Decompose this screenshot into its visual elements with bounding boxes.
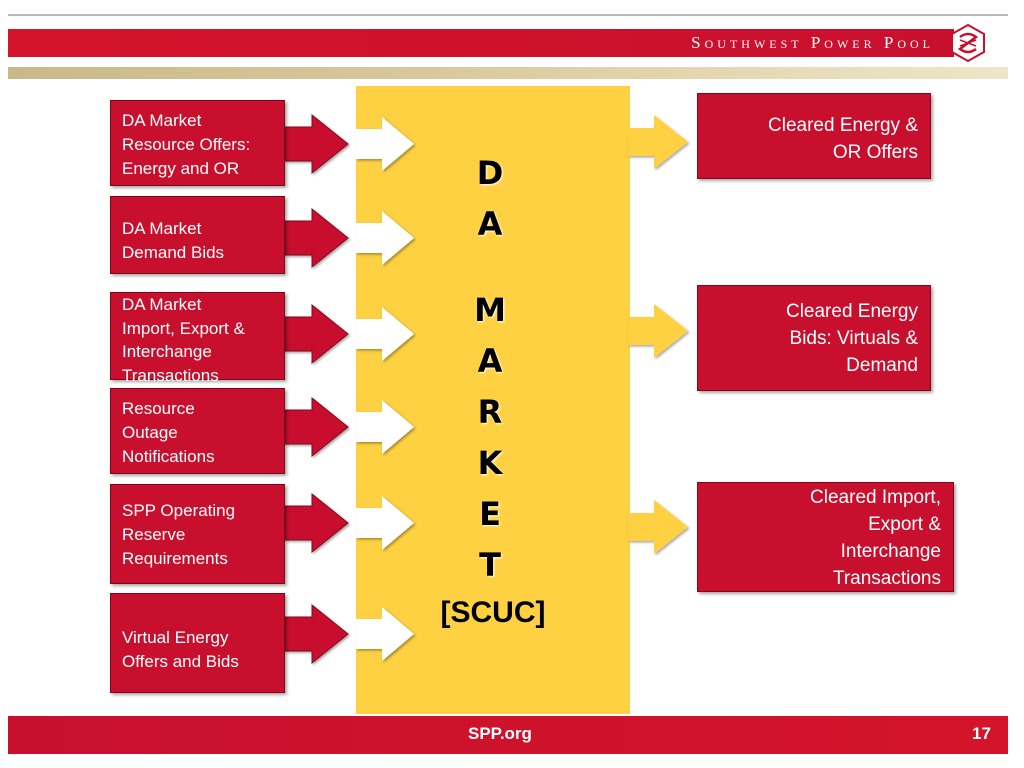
vertical-letter: A	[477, 205, 503, 243]
spp-logo-icon	[951, 23, 985, 63]
block-arrow	[356, 211, 414, 265]
output-box-line: Cleared Import,	[810, 487, 941, 508]
top-divider-line	[8, 14, 1008, 16]
input-arrow	[284, 303, 349, 365]
input-arrow	[284, 492, 349, 554]
input-arrow	[284, 396, 349, 458]
block-arrow	[356, 307, 414, 361]
input-arrow	[284, 113, 349, 175]
output-box-line: Export &	[868, 514, 941, 535]
input-box-line: DA Market	[122, 111, 202, 130]
vertical-letter: M	[474, 291, 506, 329]
block-arrow	[356, 117, 414, 171]
input-box-line: Import, Export &	[122, 318, 245, 338]
input-box-line: Interchange	[122, 342, 212, 361]
input-box-line: Resource Offers:	[122, 135, 251, 154]
output-box-cleared-energy-bids: Cleared Energy Bids: Virtuals & Demand	[697, 285, 931, 391]
org-name: Southwest Power Pool	[691, 33, 934, 52]
vertical-letter: E	[479, 495, 501, 533]
footer-band	[8, 716, 1008, 754]
vertical-letter: T	[479, 546, 501, 584]
output-arrow	[628, 304, 688, 358]
output-box-line: Cleared Energy &	[768, 115, 918, 136]
da-market-block	[356, 86, 630, 714]
input-arrow	[284, 603, 349, 665]
block-arrow	[356, 496, 414, 550]
output-box-line: Interchange	[840, 541, 941, 562]
output-box-line: Cleared Energy	[785, 301, 918, 322]
input-arrow	[284, 207, 349, 269]
input-box-import-export: DA Market Import, Export & Interchange T…	[110, 292, 285, 385]
input-box-line: Energy and OR	[122, 159, 240, 178]
input-box-line: Demand Bids	[122, 243, 225, 262]
input-box-line: DA Market	[122, 295, 202, 314]
header-band	[8, 29, 954, 57]
input-box-line: Offers and Bids	[122, 652, 239, 671]
output-arrow	[628, 500, 688, 554]
input-box-line: Reserve	[122, 525, 186, 544]
input-box-line: Requirements	[122, 549, 228, 568]
output-box-line: Demand	[846, 355, 918, 376]
scuc-label: [SCUC]	[440, 596, 546, 629]
block-arrow	[356, 607, 414, 661]
input-box-line: Virtual Energy	[122, 628, 229, 647]
input-box-demand-bids: DA Market Demand Bids	[110, 196, 285, 274]
input-box-outage-notifications: Resource Outage Notifications	[110, 388, 285, 474]
block-arrow	[356, 400, 414, 454]
input-box-line: Resource	[122, 399, 195, 418]
input-box-operating-reserve: SPP Operating Reserve Requirements	[110, 484, 285, 584]
output-box-line: Transactions	[832, 568, 941, 589]
gold-band	[8, 67, 1008, 79]
vertical-letter: D	[476, 154, 504, 192]
vertical-letter: A	[477, 342, 503, 380]
da-market-vertical-title: D A M A R K E T	[440, 148, 540, 591]
input-box-line: Outage	[122, 423, 178, 442]
input-box-line: SPP Operating	[122, 501, 236, 520]
output-box-line: OR Offers	[832, 142, 918, 163]
output-box-line: Bids: Virtuals &	[789, 328, 918, 349]
page-number: 17	[972, 724, 991, 743]
input-box-virtual-energy: Virtual Energy Offers and Bids	[110, 593, 285, 693]
vertical-letter: K	[477, 444, 503, 482]
input-box-line: Transactions	[122, 365, 219, 385]
output-arrow	[628, 115, 688, 169]
input-box-resource-offers: DA Market Resource Offers: Energy and OR	[110, 100, 285, 186]
input-box-line: DA Market	[122, 219, 202, 238]
footer-site-link[interactable]: SPP.org	[468, 724, 532, 743]
output-box-cleared-energy-offers: Cleared Energy & OR Offers	[697, 93, 931, 179]
input-box-line: Notifications	[122, 447, 215, 466]
vertical-letter: R	[477, 393, 503, 431]
output-box-cleared-import-export: Cleared Import, Export & Interchange Tra…	[697, 482, 954, 592]
